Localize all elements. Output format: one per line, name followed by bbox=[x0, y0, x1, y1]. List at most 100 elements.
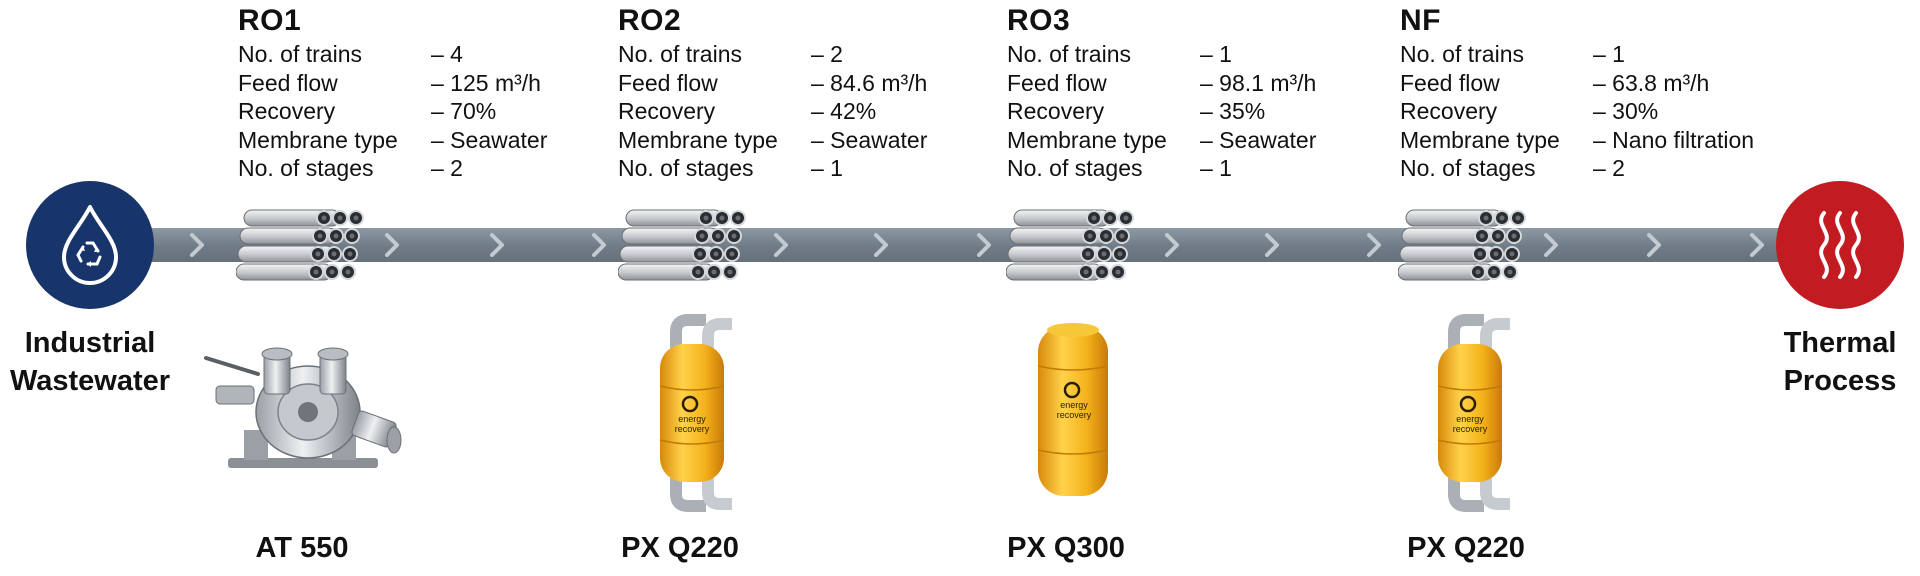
spec-label: Recovery bbox=[1007, 98, 1105, 124]
px-logo-line2: recovery bbox=[675, 424, 710, 434]
spec-row: No. of stages – 1 bbox=[618, 154, 927, 183]
spec-label: Feed flow bbox=[1007, 69, 1107, 96]
spec-row: Recovery – 70% bbox=[238, 97, 547, 126]
stage-specs: No. of trains – 1 Feed flow – 98.1 m³/h Re… bbox=[1007, 40, 1316, 183]
spec-value: – Nano filtration bbox=[1593, 126, 1755, 153]
spec-label: No. of stages bbox=[618, 155, 754, 181]
spec-label: Membrane type bbox=[1007, 126, 1167, 153]
flow-chevron-icon bbox=[1265, 233, 1279, 257]
flow-chevron-icon bbox=[1750, 233, 1764, 257]
spec-row: Feed flow – 98.1 m³/h bbox=[1007, 69, 1316, 98]
spec-row: No. of trains – 2 bbox=[618, 40, 927, 69]
spec-value: – 63.8 m³/h bbox=[1593, 69, 1710, 96]
spec-label: No. of trains bbox=[1007, 41, 1131, 67]
membrane-module-icon bbox=[1006, 209, 1134, 281]
px-logo-line2: recovery bbox=[1453, 424, 1488, 434]
spec-value: – Seawater bbox=[811, 126, 928, 153]
spec-value: – 1 bbox=[1200, 155, 1232, 181]
flow-chevron-icon bbox=[1647, 233, 1661, 257]
px-logo-line1: energy bbox=[678, 414, 706, 424]
membrane-module-icon bbox=[236, 209, 364, 281]
spec-value: – Seawater bbox=[431, 126, 548, 153]
flow-chevron-icon bbox=[977, 233, 991, 257]
membrane-module-icon bbox=[1398, 209, 1526, 281]
spec-row: No. of trains – 1 bbox=[1007, 40, 1316, 69]
spec-label: Feed flow bbox=[238, 69, 338, 96]
spec-value: – 1 bbox=[1593, 41, 1625, 67]
spec-row: Recovery – 42% bbox=[618, 97, 927, 126]
stage-specs: No. of trains – 4 Feed flow – 125 m³/h Rec… bbox=[238, 40, 547, 183]
spec-row: Membrane type – Seawater bbox=[238, 126, 547, 155]
water-recycle-icon bbox=[62, 205, 118, 285]
source-label: Industrial Wastewater bbox=[0, 324, 190, 400]
spec-label: No. of trains bbox=[238, 41, 362, 67]
spec-row: Membrane type – Seawater bbox=[1007, 126, 1316, 155]
source-circle bbox=[26, 181, 154, 309]
destination-label-line2: Process bbox=[1783, 365, 1897, 397]
device-name: AT 550 bbox=[255, 532, 349, 564]
spec-label: No. of trains bbox=[1400, 41, 1524, 67]
flow-chevron-icon bbox=[1165, 233, 1179, 257]
spec-value: – 1 bbox=[1200, 41, 1232, 67]
stage-specs: No. of trains – 1 Feed flow– 63.8 m³/h Re… bbox=[1400, 40, 1754, 183]
spec-value: – 98.1 m³/h bbox=[1200, 69, 1317, 96]
spec-value: – 2 bbox=[811, 41, 843, 67]
flow-chevron-icon bbox=[190, 233, 204, 257]
membrane-module-icon bbox=[618, 209, 746, 281]
spec-row: Recovery – 35% bbox=[1007, 97, 1316, 126]
spec-row: Feed flow– 63.8 m³/h bbox=[1400, 69, 1754, 98]
spec-label: Feed flow bbox=[618, 69, 718, 96]
spec-label: No. of trains bbox=[618, 41, 742, 67]
flow-chevron-icon bbox=[490, 233, 504, 257]
energy-recovery-logo-icon bbox=[681, 395, 699, 413]
spec-row: Feed flow – 125 m³/h bbox=[238, 69, 547, 98]
stage-title: RO2 bbox=[618, 4, 682, 37]
device-name: PX Q300 bbox=[1007, 532, 1125, 564]
spec-row: No. of trains – 4 bbox=[238, 40, 547, 69]
spec-value: – 42% bbox=[811, 98, 877, 124]
spec-row: Membrane type – Nano filtration bbox=[1400, 126, 1754, 155]
spec-label: Membrane type bbox=[238, 126, 398, 153]
spec-value: – 2 bbox=[1593, 155, 1625, 181]
source-label-line2: Wastewater bbox=[9, 365, 171, 397]
spec-value: – Seawater bbox=[1200, 126, 1317, 153]
spec-value: – 125 m³/h bbox=[431, 69, 541, 96]
spec-label: Recovery bbox=[238, 98, 336, 124]
stage-title: RO1 bbox=[238, 4, 302, 37]
spec-row: Membrane type – Seawater bbox=[618, 126, 927, 155]
stage-title: RO3 bbox=[1007, 4, 1071, 37]
flow-chevron-icon bbox=[1544, 233, 1558, 257]
px-logo-line1: energy bbox=[1456, 414, 1484, 424]
flow-chevron-icon bbox=[1367, 233, 1381, 257]
spec-label: Recovery bbox=[618, 98, 716, 124]
spec-row: No. of stages – 2 bbox=[238, 154, 547, 183]
turbocharger-image bbox=[204, 347, 402, 468]
flow-chevron-icon bbox=[874, 233, 888, 257]
energy-recovery-logo-icon bbox=[1459, 395, 1477, 413]
spec-value: – 2 bbox=[431, 155, 463, 181]
flow-chevron-icon bbox=[385, 233, 399, 257]
spec-value: – 4 bbox=[431, 41, 463, 67]
spec-value: – 1 bbox=[811, 155, 843, 181]
spec-row: Recovery– 30% bbox=[1400, 97, 1754, 126]
destination-label-line1: Thermal bbox=[1783, 327, 1897, 359]
spec-value: – 70% bbox=[431, 98, 497, 124]
stage-title: NF bbox=[1400, 4, 1441, 37]
spec-row: No. of stages – 1 bbox=[1007, 154, 1316, 183]
px-pressure-exchanger-image: energy recovery bbox=[659, 314, 732, 512]
spec-value: – 35% bbox=[1200, 98, 1266, 124]
energy-recovery-logo-icon bbox=[1063, 381, 1081, 399]
px-pressure-exchanger-image: energy recovery bbox=[1437, 314, 1510, 512]
spec-label: Membrane type bbox=[1400, 126, 1560, 153]
heat-waves-icon bbox=[1819, 211, 1861, 279]
spec-label: Membrane type bbox=[618, 126, 778, 153]
destination-label: Thermal Process bbox=[1740, 324, 1920, 400]
source-label-line1: Industrial bbox=[24, 327, 156, 359]
destination-circle bbox=[1776, 181, 1904, 309]
spec-value: – 30% bbox=[1593, 98, 1659, 124]
spec-label: No. of stages bbox=[238, 155, 374, 181]
spec-value: – 84.6 m³/h bbox=[811, 69, 928, 96]
px-logo-line1: energy bbox=[1060, 400, 1088, 410]
px-pressure-exchanger-image: energy recovery bbox=[1037, 323, 1109, 496]
spec-label: No. of stages bbox=[1007, 155, 1143, 181]
